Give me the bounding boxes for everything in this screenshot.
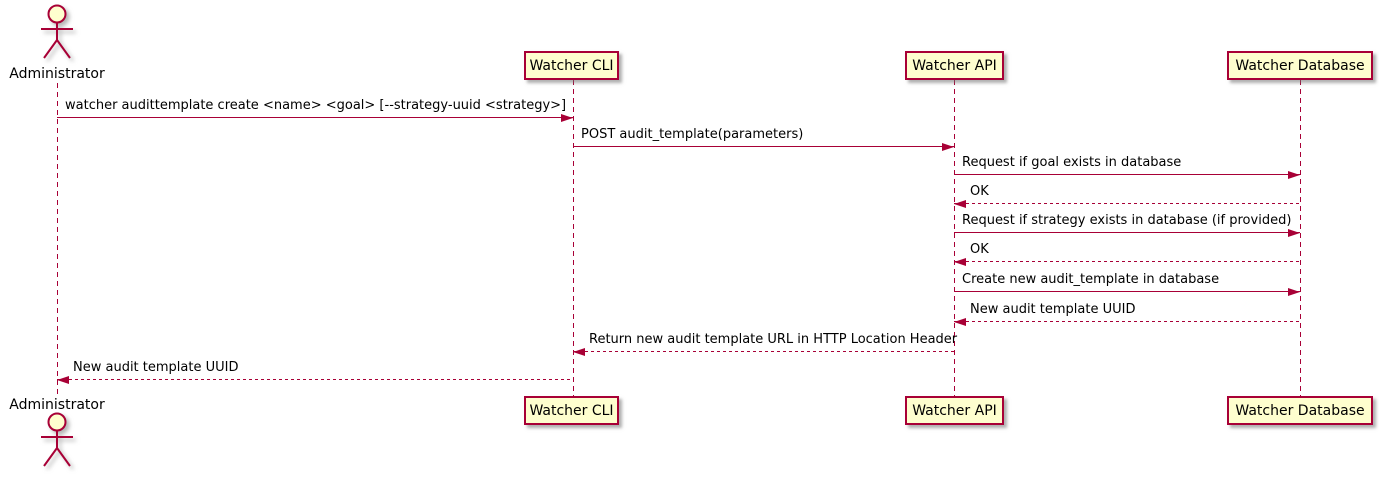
message-label-2: Request if goal exists in database (962, 155, 1182, 170)
actor-top-label: Administrator (9, 66, 105, 82)
message-arrowhead-icon-3 (954, 200, 966, 208)
message-line-8 (573, 351, 954, 352)
message-line-6 (954, 291, 1300, 292)
message-arrowhead-icon-2 (1288, 171, 1300, 179)
message-label-5: OK (970, 242, 989, 257)
lifeline-admin (57, 83, 58, 396)
actor-top-figure (35, 3, 79, 67)
lifeline-cli (573, 80, 574, 396)
message-line-1 (573, 146, 954, 147)
message-label-6: Create new audit_template in database (962, 272, 1220, 287)
actor-icon (41, 4, 73, 59)
message-line-2 (954, 174, 1300, 175)
message-arrowhead-icon-6 (1288, 288, 1300, 296)
actor-bottom-label: Administrator (9, 397, 105, 413)
message-label-0: watcher audittemplate create <name> <goa… (65, 98, 567, 113)
message-arrowhead-icon-7 (954, 318, 966, 326)
participant-api-bottom: Watcher API (905, 396, 1004, 425)
lifeline-db (1300, 80, 1301, 396)
message-arrowhead-icon-0 (561, 114, 573, 122)
participant-api-top: Watcher API (905, 51, 1004, 80)
message-label-4: Request if strategy exists in database (… (962, 213, 1292, 228)
message-line-4 (954, 232, 1300, 233)
message-arrowhead-icon-5 (954, 258, 966, 266)
participant-db-top: Watcher Database (1227, 51, 1373, 80)
message-arrowhead-icon-1 (942, 143, 954, 151)
message-line-3 (954, 203, 1300, 204)
message-arrowhead-icon-4 (1288, 229, 1300, 237)
message-line-9 (57, 379, 573, 380)
message-line-7 (954, 321, 1300, 322)
message-label-3: OK (970, 184, 989, 199)
message-label-7: New audit template UUID (970, 302, 1136, 317)
message-label-1: POST audit_template(parameters) (581, 127, 804, 142)
participant-cli-top: Watcher CLI (524, 51, 619, 80)
message-label-8: Return new audit template URL in HTTP Lo… (589, 332, 958, 347)
message-line-5 (954, 261, 1300, 262)
lifeline-api (954, 80, 955, 396)
actor-icon (41, 412, 73, 467)
actor-bottom-figure (35, 411, 79, 475)
message-line-0 (57, 117, 573, 118)
message-label-9: New audit template UUID (73, 360, 239, 375)
message-arrowhead-icon-8 (573, 348, 585, 356)
participant-cli-bottom: Watcher CLI (524, 396, 619, 425)
message-arrowhead-icon-9 (57, 376, 69, 384)
participant-db-bottom: Watcher Database (1227, 396, 1373, 425)
